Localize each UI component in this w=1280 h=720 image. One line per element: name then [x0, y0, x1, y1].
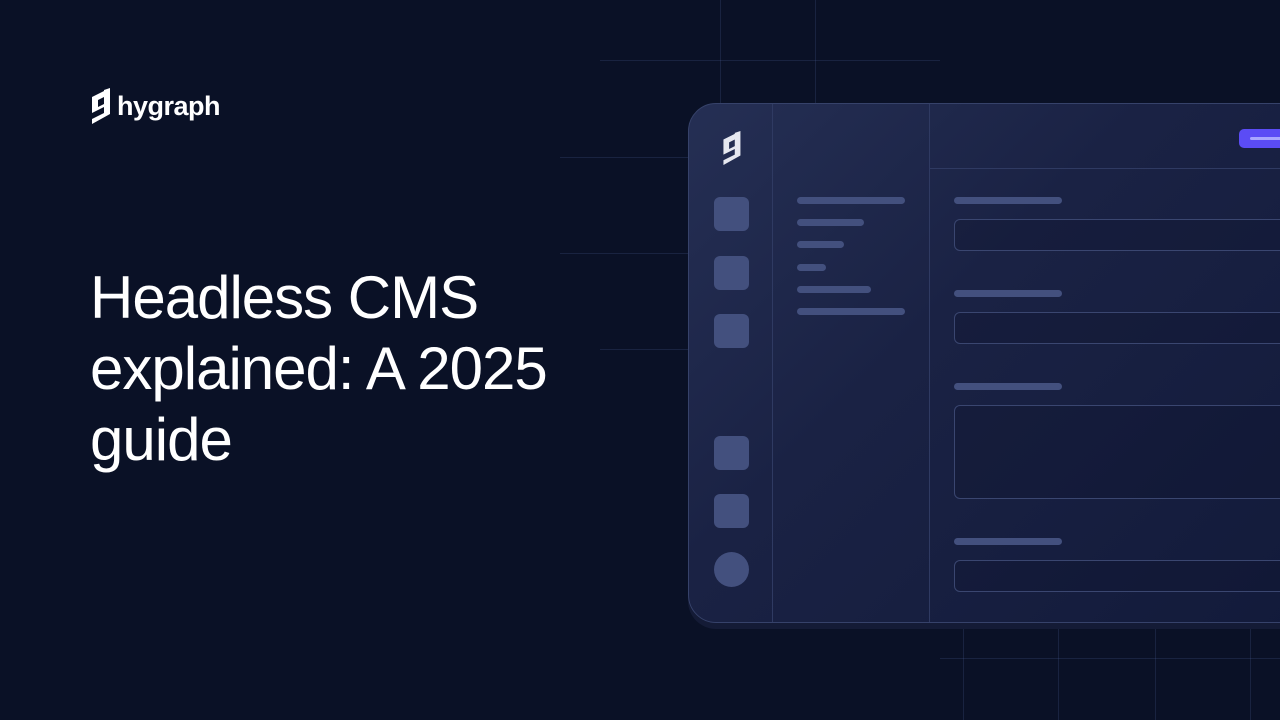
field-label-placeholder: [954, 290, 1062, 297]
grid-line: [720, 0, 721, 103]
grid-line: [560, 253, 688, 254]
grid-line: [600, 349, 688, 350]
sidebar-icon-placeholder: [714, 314, 749, 348]
hygraph-logo-icon: [723, 131, 741, 165]
hygraph-logo-icon: [92, 88, 110, 124]
mockup-primary-button: [1239, 129, 1280, 148]
nav-item-placeholder: [797, 308, 905, 315]
page-title: Headless CMS explained: A 2025 guide: [90, 264, 548, 473]
brand-name: hygraph: [117, 90, 221, 121]
mockup-icon-sidebar: [689, 104, 773, 622]
field-label-placeholder: [954, 197, 1062, 204]
nav-item-placeholder: [797, 197, 905, 204]
sidebar-icon-placeholder: [714, 494, 749, 528]
grid-line: [1155, 623, 1156, 720]
brand-logo: hygraph: [89, 88, 221, 124]
grid-line: [1250, 623, 1251, 720]
mockup-header: [930, 104, 1280, 169]
nav-item-placeholder: [797, 286, 871, 293]
sidebar-icon-placeholder: [714, 197, 749, 231]
field-input-placeholder: [954, 312, 1280, 344]
mockup-nav-list: [773, 104, 930, 622]
field-textarea-placeholder: [954, 405, 1280, 499]
cms-app-mockup: [688, 103, 1280, 623]
grid-line: [560, 157, 688, 158]
grid-line: [600, 60, 940, 61]
field-label-placeholder: [954, 383, 1062, 390]
field-input-placeholder: [954, 560, 1280, 592]
avatar-placeholder: [714, 552, 749, 587]
grid-line: [963, 623, 964, 720]
field-label-placeholder: [954, 538, 1062, 545]
grid-line: [815, 0, 816, 103]
sidebar-icon-placeholder: [714, 436, 749, 470]
sidebar-icon-placeholder: [714, 256, 749, 290]
field-input-placeholder: [954, 219, 1280, 251]
grid-line: [940, 658, 1280, 659]
nav-item-placeholder: [797, 241, 844, 248]
nav-item-placeholder: [797, 264, 826, 271]
nav-item-placeholder: [797, 219, 864, 226]
grid-line: [1058, 623, 1059, 720]
